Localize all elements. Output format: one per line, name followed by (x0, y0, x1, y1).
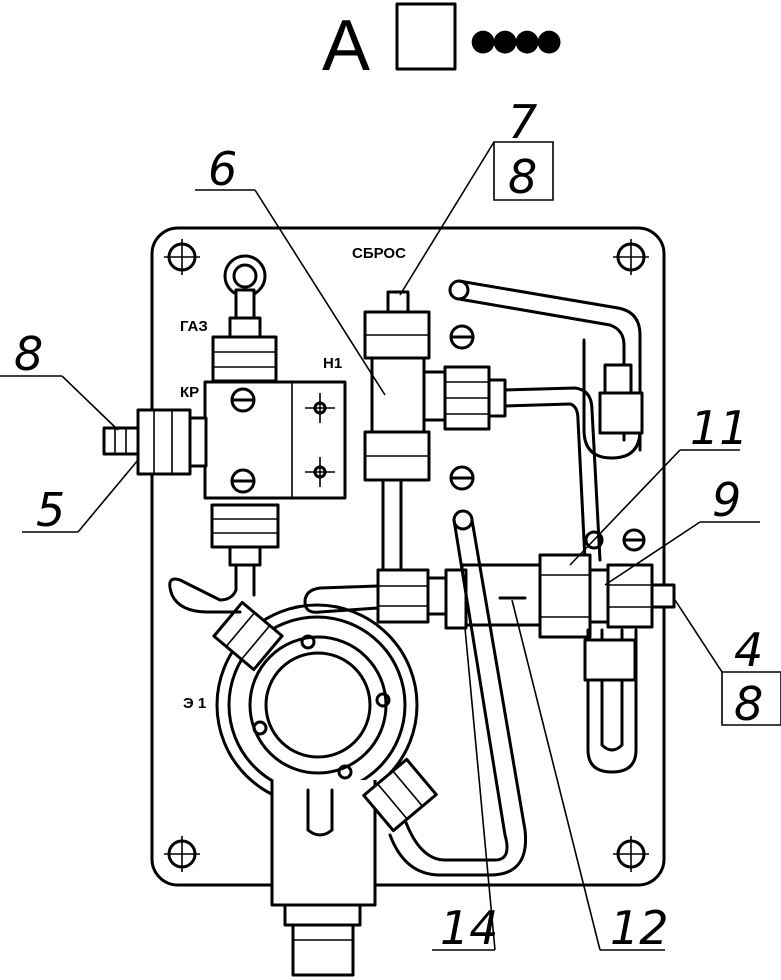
dot-1: ● (470, 23, 496, 58)
dot-2: ● (492, 23, 518, 58)
callout-7: 7 (508, 95, 537, 149)
dot-3: ● (514, 23, 540, 58)
callout-9: 9 (712, 473, 741, 527)
horizontal-fitting (303, 509, 528, 877)
gas-valve-assembly (102, 254, 347, 567)
callout-5: 5 (36, 483, 65, 537)
callout-8-top: 8 (508, 150, 537, 204)
view-letter: A (322, 6, 370, 86)
mounting-hole-top-left (164, 239, 200, 275)
callout-8-left: 8 (14, 327, 43, 381)
electro-unit (168, 563, 438, 977)
mounting-hole-bottom-left (164, 836, 200, 872)
callout-6: 6 (208, 142, 237, 196)
callout-14: 14 (440, 901, 499, 955)
label-gas: ГАЗ (180, 318, 208, 335)
base-plate (150, 226, 666, 887)
mounting-hole-bottom-right (613, 836, 649, 872)
leader-lines (0, 141, 781, 951)
tee-fitting (363, 290, 507, 572)
label-reset: СБРОС (352, 245, 406, 262)
dot-4: ● (536, 23, 562, 58)
upper-pipe-loop (448, 279, 644, 562)
label-e1: Э 1 (183, 695, 206, 712)
right-valve-group (460, 528, 676, 774)
callout-12: 12 (610, 901, 669, 955)
view-square (395, 2, 457, 71)
label-n1: Н1 (323, 355, 342, 372)
callout-4: 4 (734, 623, 763, 677)
callout-8-right: 8 (734, 677, 763, 731)
label-valve: КР (180, 384, 199, 401)
mounting-hole-top-right (613, 239, 649, 275)
callout-11: 11 (690, 401, 749, 455)
